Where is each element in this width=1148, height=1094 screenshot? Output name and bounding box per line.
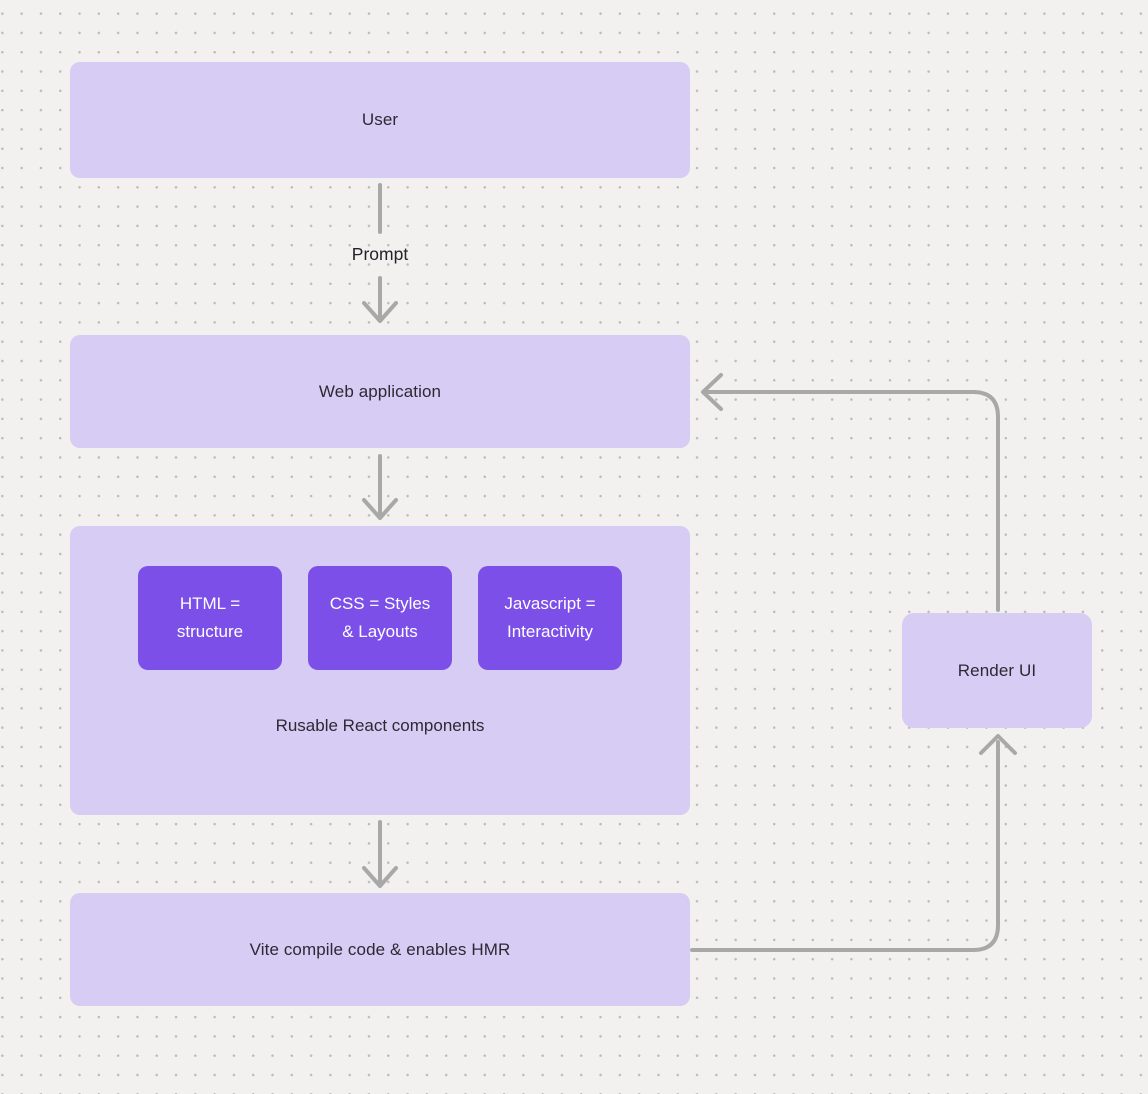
arrowhead-down-icon xyxy=(362,498,398,520)
edge-render-ui-to-web-application[interactable] xyxy=(701,373,1000,612)
node-web-application[interactable]: Web application xyxy=(70,335,690,448)
node-vite-label: Vite compile code & enables HMR xyxy=(249,939,511,959)
node-render-ui-label: Render UI xyxy=(957,660,1037,680)
node-html[interactable]: HTML = structure xyxy=(138,566,282,670)
arrowhead-left-icon xyxy=(701,373,723,411)
node-javascript[interactable]: Javascript = Interactivity xyxy=(478,566,622,670)
edge-vite-to-render-ui[interactable] xyxy=(690,734,1017,952)
node-css-label-line1: CSS = Styles xyxy=(329,594,431,613)
components-group-caption: Rusable React components xyxy=(275,716,485,735)
edge-user-to-web-application[interactable] xyxy=(362,183,398,323)
node-css-label-line2: & Layouts xyxy=(342,622,418,641)
node-css[interactable]: CSS = Styles & Layouts xyxy=(308,566,452,670)
edge-label-prompt: Prompt xyxy=(351,244,409,264)
node-web-application-label: Web application xyxy=(318,381,442,401)
edge-components-to-vite[interactable] xyxy=(362,820,398,888)
node-javascript-label-line1: Javascript = xyxy=(504,594,596,613)
arrowhead-down-icon xyxy=(362,866,398,888)
node-user[interactable]: User xyxy=(70,62,690,178)
edge-segment xyxy=(690,740,1000,952)
edge-web-application-to-components[interactable] xyxy=(362,454,398,520)
node-html-label-line1: HTML = xyxy=(179,594,241,613)
arrowhead-down-icon xyxy=(362,301,398,323)
node-html-label-line2: structure xyxy=(176,622,244,641)
node-render-ui[interactable]: Render UI xyxy=(902,613,1092,728)
node-javascript-label-line2: Interactivity xyxy=(507,622,593,641)
arrowhead-up-icon xyxy=(979,734,1017,755)
node-vite[interactable]: Vite compile code & enables HMR xyxy=(70,893,690,1006)
edge-segment xyxy=(703,390,1000,612)
node-user-label: User xyxy=(361,110,399,129)
